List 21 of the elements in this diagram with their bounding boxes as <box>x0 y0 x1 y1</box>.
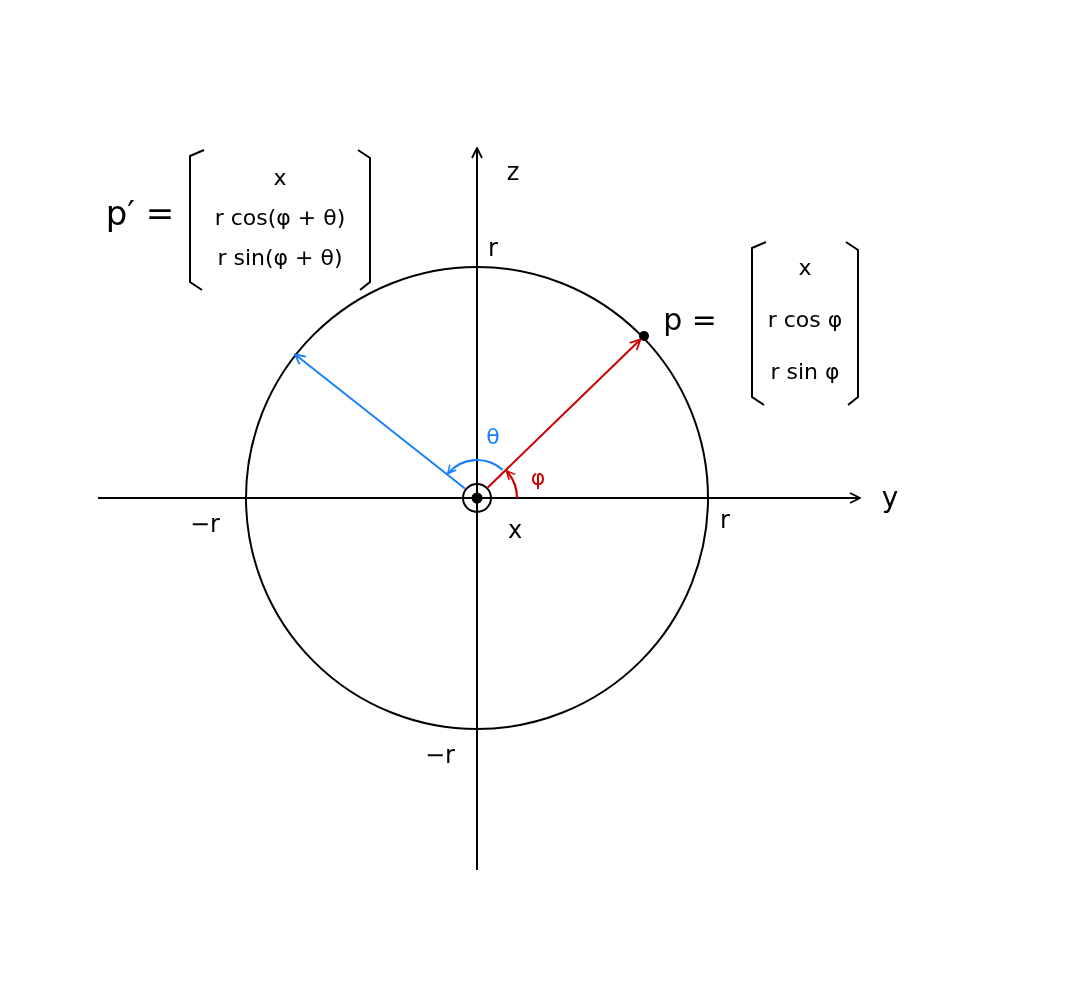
vector-entry: r sin φ <box>770 361 840 383</box>
tick-label: −r <box>425 743 455 767</box>
vector-entry: x <box>798 257 812 279</box>
origin-marker <box>462 483 492 513</box>
tick-label: −r <box>190 512 220 536</box>
vector-entry: r cos φ <box>767 309 843 331</box>
axis-label: y <box>881 484 899 512</box>
arrow <box>293 353 467 490</box>
vector-name: p′ = <box>105 196 175 230</box>
angle-label: θ <box>486 426 500 448</box>
axis-label: x <box>507 518 523 542</box>
arrow <box>486 338 642 489</box>
tick-label: r <box>720 508 730 532</box>
angle-label: φ <box>530 467 546 489</box>
point-dot <box>639 331 649 341</box>
vector-name: p = <box>663 305 717 335</box>
vector-entry: x <box>273 167 287 189</box>
tick-label: r <box>488 236 498 260</box>
vector-entry: r cos(φ + θ) <box>214 207 346 229</box>
vector-entry: r sin(φ + θ) <box>217 247 343 269</box>
axis-label: z <box>506 160 520 184</box>
